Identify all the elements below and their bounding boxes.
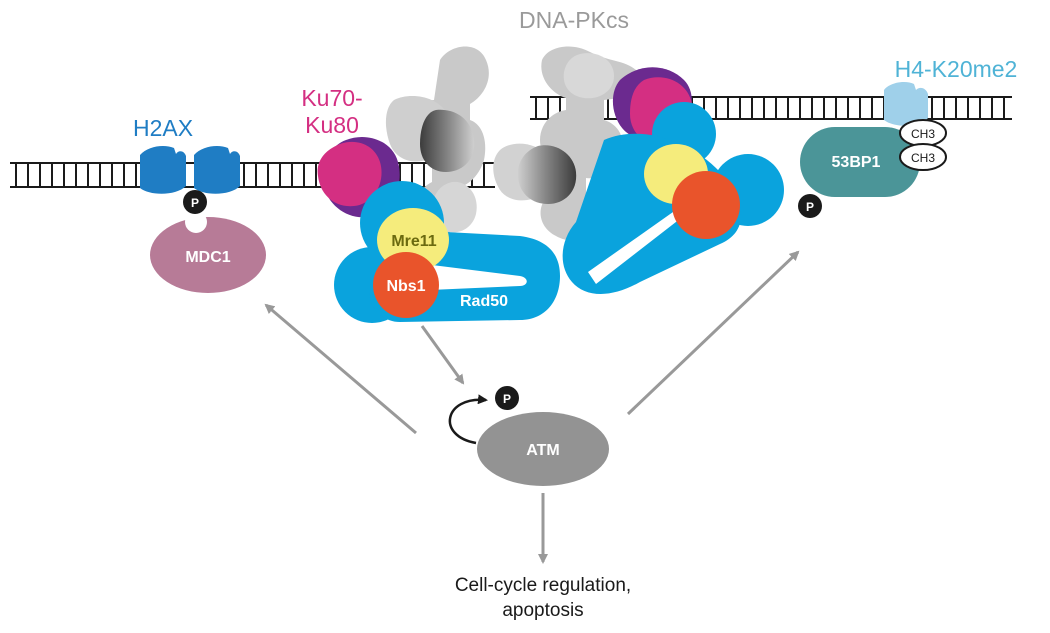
- atm-label: ATM: [526, 442, 559, 459]
- phospho-marker-h2ax: P: [183, 190, 207, 214]
- rad50-label: Rad50: [460, 293, 508, 310]
- arrow-atm-to-53bp1: [626, 250, 800, 416]
- ch3-label-top: CH3: [911, 127, 935, 141]
- svg-text:P: P: [191, 196, 199, 210]
- 53bp1-label: 53BP1: [832, 154, 881, 171]
- nbs1-right: [672, 171, 740, 239]
- arrow-atm-to-mdc1: [264, 303, 417, 435]
- mdc1-shape: [150, 217, 266, 293]
- atm-shape: [477, 412, 609, 486]
- left-dna-strand: [10, 162, 495, 188]
- phospho-marker-atm: P: [495, 386, 519, 410]
- nbs1: [373, 252, 439, 318]
- rad50-inner-gap-left: [430, 265, 527, 290]
- ku70-label: Ku70-: [301, 85, 362, 111]
- arrow-rad50-to-atm: [420, 325, 465, 385]
- svg-text:P: P: [503, 392, 511, 406]
- h4-k20me2-nucleosome: [884, 82, 928, 126]
- nbs1-label: Nbs1: [386, 278, 425, 295]
- h2ax-label: H2AX: [133, 115, 193, 141]
- outcome-label-line2: apoptosis: [502, 600, 583, 621]
- rad50-inner-gap-right: [588, 198, 698, 284]
- h4-k20me2-label: H4-K20me2: [895, 56, 1018, 82]
- svg-text:P: P: [806, 200, 814, 214]
- signaling-arrows: [264, 250, 800, 564]
- ku80-label: Ku80: [305, 112, 359, 138]
- mre11-label: Mre11: [391, 233, 436, 250]
- 53bp1-shape: [800, 127, 920, 197]
- mdc1-notch: [185, 211, 207, 233]
- phospho-marker-53bp1: P: [798, 194, 822, 218]
- ku70-ku80-left: [317, 136, 400, 218]
- mdc1-label: MDC1: [185, 249, 230, 266]
- outcome-label-line1: Cell-cycle regulation,: [455, 575, 631, 596]
- dna-pkcs-label: DNA-PKcs: [519, 7, 629, 33]
- h2ax-nucleosomes: [140, 146, 240, 194]
- atm-autophosphorylation-arrow: [448, 394, 488, 445]
- ch3-label-bottom: CH3: [911, 151, 935, 165]
- ch3-bubble-bottom: [899, 143, 947, 171]
